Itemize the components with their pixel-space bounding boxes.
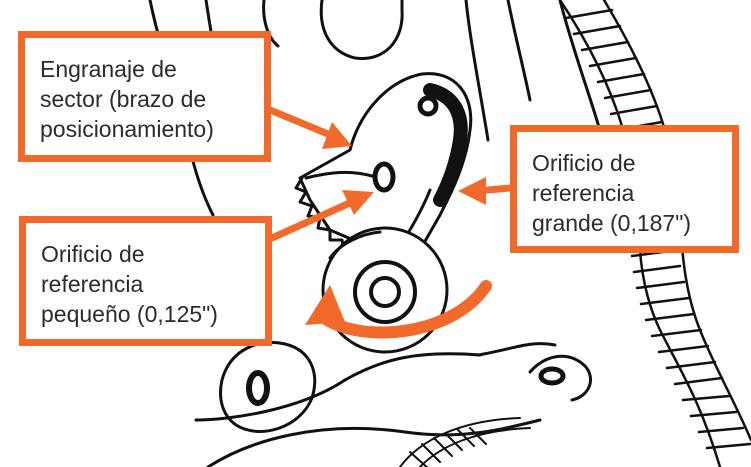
arrowhead-small-hole [342, 190, 374, 215]
sector-gear-callout: Engranaje de sector (brazo de posicionam… [18, 31, 271, 162]
small-reference-hole-callout: Orificio de referencia pequeño (0,125") [19, 216, 272, 346]
mounting-hole [246, 370, 270, 406]
curved-arrow-icon [305, 280, 492, 339]
wire-bundle [399, 417, 531, 467]
pivot-hole [417, 95, 439, 117]
arrowhead-sector-gear [322, 122, 352, 149]
leader-small-hole [268, 198, 356, 242]
leader-lines [266, 106, 514, 242]
leader-large-hole [484, 184, 514, 194]
leader-sector-gear [266, 106, 332, 138]
roller-wheel [321, 226, 449, 354]
sector-gear [294, 72, 473, 266]
large-reference-hole-callout: Orificio de referencia grande (0,187") [510, 125, 739, 253]
arrowhead-large-hole [458, 177, 486, 205]
housing-outline [148, 0, 612, 467]
small-reference-hole [372, 161, 396, 193]
